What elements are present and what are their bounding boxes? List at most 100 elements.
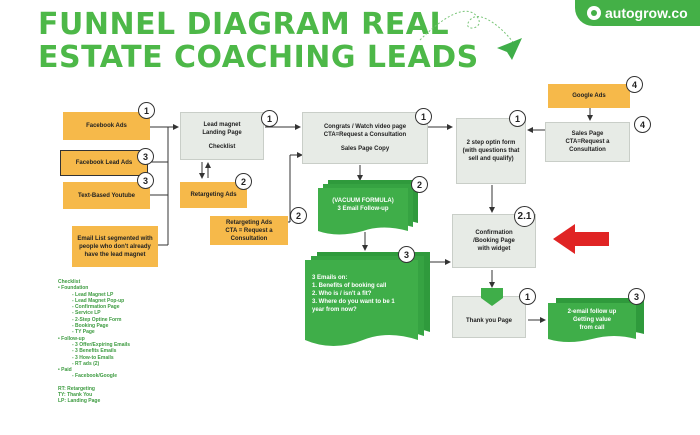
email-item: 2. Who is / isn't a fit? bbox=[312, 291, 372, 297]
facebook-lead-ads-box: Facebook Lead Ads bbox=[60, 150, 148, 176]
step-number: 3 bbox=[137, 172, 154, 189]
two-step-optin-label: 2 step optin form (with questions that s… bbox=[462, 140, 520, 162]
congrats-label: Congrats / Watch video page bbox=[323, 124, 407, 130]
step-number-value: 1 bbox=[143, 105, 149, 116]
sales-page-box: Sales Page CTA=Request a Consultation bbox=[545, 122, 630, 162]
step-number-value: 1 bbox=[266, 113, 272, 124]
paper-plane-icon bbox=[497, 38, 522, 60]
step-number-value: 1 bbox=[420, 111, 426, 122]
checklist-label: Checklist bbox=[208, 144, 236, 150]
retargeting-ads-label: Retargeting Ads bbox=[190, 192, 237, 198]
step-number: 3 bbox=[628, 288, 645, 305]
step-number: 2.1 bbox=[514, 206, 535, 227]
congrats-video-page-box: Congrats / Watch video page CTA=Request … bbox=[302, 112, 428, 164]
email-item: 3. Where do you want to be 1 year from n… bbox=[312, 299, 395, 313]
lead-magnet-page-box: Lead magnet Landing Page Checklist bbox=[180, 112, 264, 160]
step-number-value: 2.1 bbox=[517, 211, 532, 222]
checklist-line: - 2-Step Optine Form bbox=[72, 316, 122, 323]
sales-page-cta-label: CTA=Request a Consultation bbox=[565, 139, 610, 153]
confirmation-label: Confirmation bbox=[475, 230, 513, 236]
two-email-followup-text: 2-email follow up Getting value from cal… bbox=[548, 305, 636, 335]
checklist-line: - Service LP bbox=[72, 310, 101, 317]
step-number: 3 bbox=[398, 246, 415, 263]
step-number-value: 2 bbox=[240, 176, 246, 187]
checklist-line: LP: Landing Page bbox=[58, 398, 101, 405]
sales-page-label: Sales Page bbox=[571, 131, 604, 137]
text-based-youtube-label: Text-Based Youtube bbox=[77, 192, 135, 199]
emails-stack bbox=[305, 252, 430, 346]
checklist-line: - Confirmation Page bbox=[72, 304, 120, 311]
google-ads-label: Google Ads bbox=[572, 93, 606, 99]
landing-page-label: Landing Page bbox=[202, 130, 242, 136]
lead-magnet-label: Lead magnet bbox=[203, 122, 241, 128]
google-ads-box: Google Ads bbox=[548, 84, 630, 108]
step-number: 2 bbox=[235, 173, 252, 190]
step-number-value: 4 bbox=[639, 119, 645, 130]
brand-logo-icon bbox=[587, 6, 601, 20]
step-number-value: 3 bbox=[142, 175, 148, 186]
brand-name: autogrow.co bbox=[605, 5, 688, 21]
step-number-value: 2 bbox=[295, 210, 301, 221]
email-list-label: Email List segmented with people who don… bbox=[77, 235, 153, 258]
checklist-line: - 3 Offer/Expiring Emails bbox=[72, 341, 131, 348]
green-funnel-icon bbox=[481, 288, 503, 306]
checklist-legend: Checklist • Foundation - Lead Magnet LP … bbox=[58, 279, 130, 405]
step-number: 1 bbox=[519, 288, 536, 305]
checklist-line: - 3 Benefits Emails bbox=[72, 348, 117, 355]
step-number-value: 3 bbox=[142, 151, 148, 162]
step-number: 1 bbox=[415, 108, 432, 125]
vacuum-formula-stack bbox=[318, 180, 418, 235]
step-number: 1 bbox=[261, 110, 278, 127]
facebook-ads-box: Facebook Ads bbox=[63, 112, 150, 140]
emails-stack-text: 3 Emails on: 1. Benefits of booking call… bbox=[310, 272, 410, 324]
checklist-line: Checklist bbox=[58, 279, 81, 285]
step-number-value: 3 bbox=[633, 291, 639, 302]
email-list-box: Email List segmented with people who don… bbox=[72, 226, 158, 267]
vacuum-formula-label: (VACUUM FORMULA) bbox=[332, 198, 394, 204]
facebook-lead-ads-label: Facebook Lead Ads bbox=[75, 160, 133, 166]
checklist-line: • Paid bbox=[58, 367, 72, 374]
two-step-optin-box: 2 step optin form (with questions that s… bbox=[456, 118, 526, 184]
booking-page-label: /Booking Page bbox=[473, 238, 515, 244]
checklist-line: - Lead Magnet Pop-up bbox=[72, 297, 125, 304]
step-number-value: 1 bbox=[524, 291, 530, 302]
emails-heading: 3 Emails on: bbox=[312, 275, 348, 281]
from-call-label: from call bbox=[579, 325, 605, 331]
title-line-2: ESTATE COACHING LEADS bbox=[38, 40, 479, 75]
checklist-line: - 3 How-to Emails bbox=[72, 354, 114, 361]
checklist-line: - Facebook/Google bbox=[72, 373, 118, 380]
vacuum-formula-text: (VACUUM FORMULA) 3 Email Follow-up bbox=[318, 190, 408, 220]
checklist-line: RT: Retargeting bbox=[58, 385, 95, 392]
checklist-line: - TY Page bbox=[72, 329, 95, 336]
step-number-value: 2 bbox=[416, 179, 422, 190]
checklist-line: - Lead Magnet LP bbox=[72, 291, 114, 298]
congrats-cta-label: CTA=Request a Consultation bbox=[323, 132, 407, 138]
checklist-line: TY: Thank You bbox=[58, 392, 93, 399]
two-email-followup-stack bbox=[548, 298, 644, 342]
step-number: 4 bbox=[626, 76, 643, 93]
title-line-1: FUNNEL DIAGRAM REAL bbox=[38, 7, 450, 42]
text-based-youtube-box: Text-Based Youtube bbox=[63, 182, 150, 209]
step-number: 1 bbox=[509, 110, 526, 127]
checklist-line: - Booking Page bbox=[72, 323, 109, 330]
brand-badge[interactable]: autogrow.co bbox=[575, 0, 700, 26]
step-number: 4 bbox=[634, 116, 651, 133]
email-item: 1. Benefits of booking call bbox=[312, 283, 387, 289]
step-number: 1 bbox=[138, 102, 155, 119]
widget-label: with widget bbox=[477, 246, 511, 252]
step-number-value: 3 bbox=[403, 249, 409, 260]
step-number: 3 bbox=[137, 148, 154, 165]
thank-you-label: Thank you Page bbox=[465, 318, 512, 324]
two-email-label: 2-email follow up bbox=[567, 309, 617, 315]
step-number: 2 bbox=[411, 176, 428, 193]
step-number-value: 1 bbox=[514, 113, 520, 124]
retargeting-ads-cta-label: Retargeting Ads bbox=[225, 219, 273, 226]
sales-page-copy-label: Sales Page Copy bbox=[340, 146, 390, 152]
page-title: FUNNEL DIAGRAM REAL ESTATE COACHING LEAD… bbox=[38, 7, 479, 75]
getting-value-label: Getting value bbox=[572, 317, 611, 323]
step-number: 2 bbox=[290, 207, 307, 224]
retargeting-ads-cta-box: Retargeting Ads CTA = Request a Consulta… bbox=[210, 216, 288, 245]
cta-request-label: CTA = Request a Consultation bbox=[225, 227, 273, 242]
facebook-ads-label: Facebook Ads bbox=[86, 123, 127, 129]
